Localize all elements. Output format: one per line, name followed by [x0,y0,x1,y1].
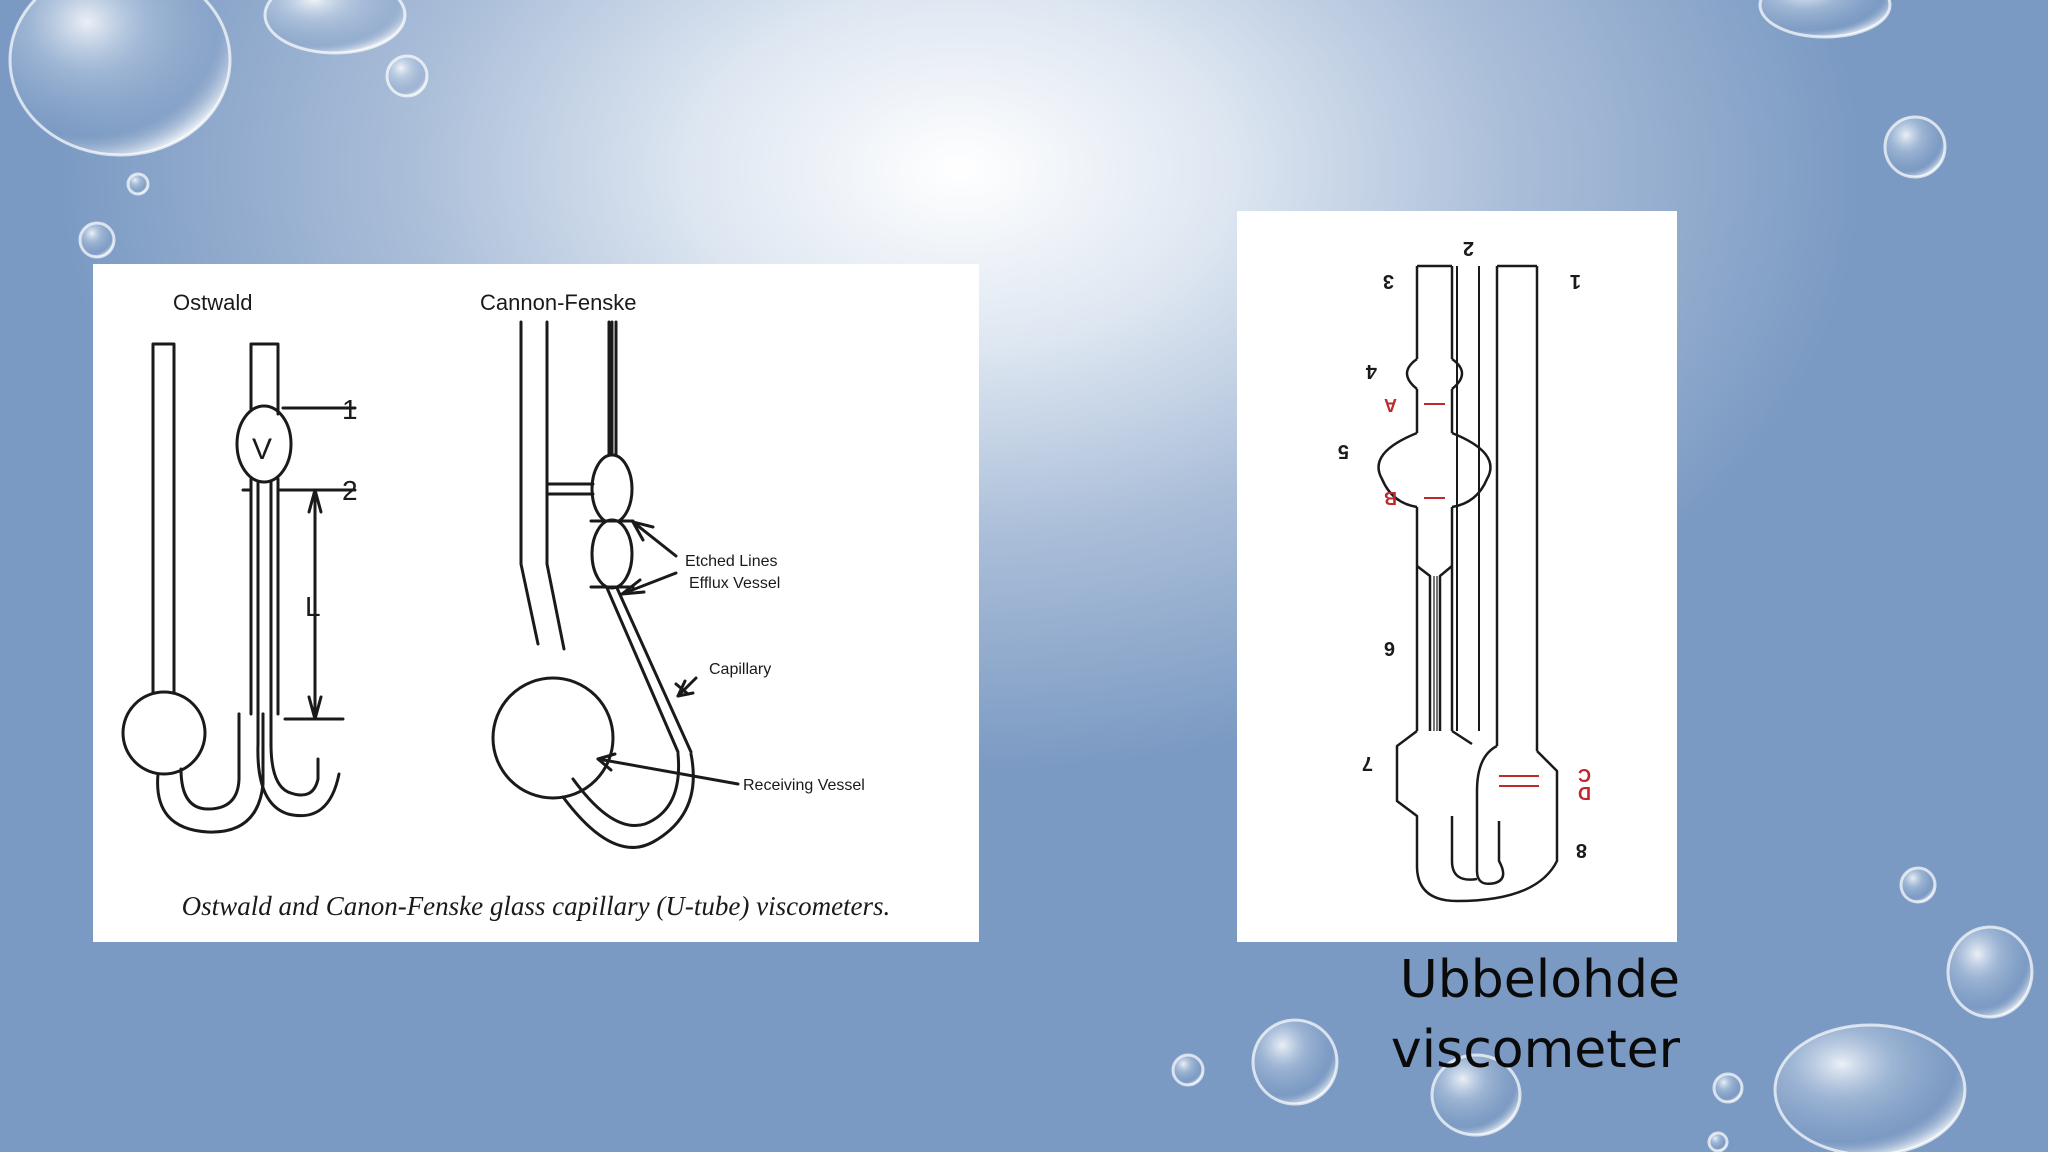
figure-caption: Ostwald and Canon-Fenske glass capillary… [182,891,891,921]
volume-v-label: V [252,433,272,466]
droplet [1883,115,1947,179]
label-7: 7 [1362,752,1373,774]
droplet [1946,925,2034,1019]
label-5: 5 [1338,440,1349,462]
label-3: 3 [1383,270,1394,292]
ostwald-viscometer [121,342,357,834]
droplet-group [8,0,2034,1152]
label-8: 8 [1576,839,1587,861]
mark-1-label: 1 [342,394,358,425]
label-1: 1 [1570,270,1581,292]
ostwald-cannon-fenske-figure: Ostwald Cannon-Fenske 1 2 V L Etched Lin… [93,264,979,942]
label-6: 6 [1384,637,1395,659]
droplet [1773,1023,1967,1152]
droplet [263,0,407,55]
droplet [1899,866,1937,904]
label-4: 4 [1365,360,1377,382]
receiving-vessel-label: Receiving Vessel [743,777,865,794]
red-marks [1424,403,1539,787]
ubbelohde-caption: Ubbelohde viscometer [1390,950,1680,1080]
u-tube-viscometers-diagram: Ostwald Cannon-Fenske 1 2 V L Etched Lin… [121,290,891,921]
mark-2-label: 2 [342,475,358,506]
droplet [8,0,232,157]
droplet [78,221,116,259]
ubbelohde-viscometer-diagram: 1 2 3 4 A 5 B 6 7 C D 8 [1338,237,1591,903]
droplet [1758,0,1892,39]
label-2: 2 [1463,237,1474,259]
mark-d: D [1578,783,1591,803]
capillary-label: Capillary [709,661,771,678]
droplet [1251,1018,1339,1106]
efflux-vessel-label: Efflux Vessel [689,575,780,592]
droplet [1430,1053,1522,1137]
droplet [385,54,429,98]
mark-c: C [1578,765,1591,785]
mark-a: A [1384,395,1397,415]
droplet [1171,1053,1205,1087]
pointer-arrows [596,520,740,786]
droplet [1712,1072,1744,1104]
ubbelohde-figure: 1 2 3 4 A 5 B 6 7 C D 8 [1237,211,1677,942]
cannon-fenske-title: Cannon-Fenske [480,290,637,315]
mark-b: B [1384,488,1397,508]
etched-lines-label: Etched Lines [685,553,778,570]
droplet [1707,1131,1729,1152]
cannon-fenske-viscometer [491,320,695,849]
length-l-label: L [305,591,321,622]
ostwald-title: Ostwald [173,290,252,315]
droplet [126,172,150,196]
